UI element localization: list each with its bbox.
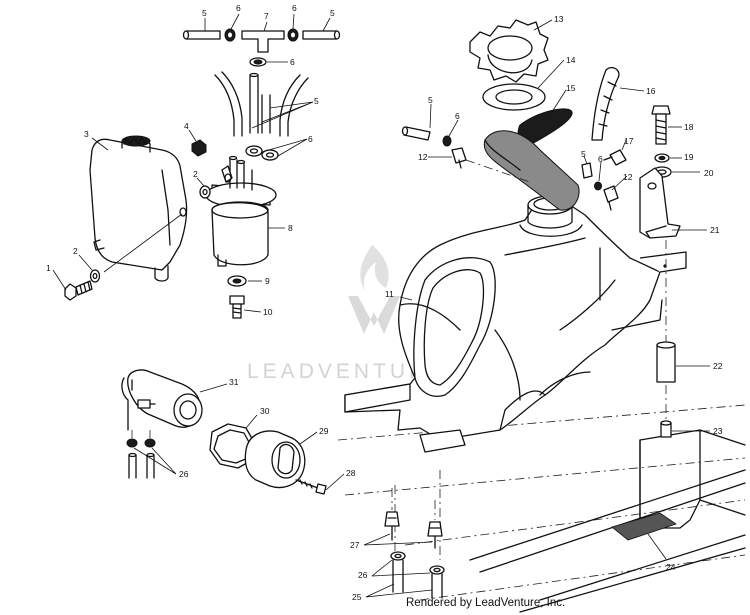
part-7-tee-fitting xyxy=(241,30,285,53)
part-5-hose-top-left xyxy=(182,30,221,40)
part-5-hose-bundle xyxy=(214,71,309,137)
callout-6b: 6 xyxy=(292,3,297,13)
callout-25: 25 xyxy=(352,592,362,602)
callout-5b: 5 xyxy=(330,8,335,18)
part-6-clamp-middle xyxy=(249,57,267,67)
callout-18: 18 xyxy=(684,122,694,132)
part-15-filter-element xyxy=(483,108,580,211)
part-1-banjo-bolt xyxy=(64,280,93,301)
callout-24: 24 xyxy=(666,562,676,572)
watermark-text: LEADVENTURE xyxy=(247,360,446,383)
part-12-fitting-right xyxy=(603,185,619,211)
callout-4: 4 xyxy=(184,121,189,131)
callout-5c: 5 xyxy=(314,96,319,106)
part-26-clamps-middle xyxy=(390,551,445,575)
part-17-fitting xyxy=(603,149,627,166)
callout-26b: 26 xyxy=(358,570,368,580)
callout-23: 23 xyxy=(713,426,723,436)
callout-27: 27 xyxy=(350,540,360,550)
callout-9: 9 xyxy=(265,276,270,286)
callout-19: 19 xyxy=(684,152,694,162)
callout-3: 3 xyxy=(84,129,89,139)
callout-20: 20 xyxy=(704,168,714,178)
callout-2a: 2 xyxy=(193,169,198,179)
part-2-washer-upper xyxy=(199,185,211,199)
part-4-nut xyxy=(191,139,207,157)
chassis-outline xyxy=(337,404,746,613)
callout-11: 11 xyxy=(385,289,394,299)
part-3-oil-reservoir xyxy=(89,135,188,282)
part-6-clamp-left xyxy=(442,135,452,147)
part-29-grommet xyxy=(244,430,306,489)
part-10-bolt xyxy=(229,295,245,319)
part-12-fitting-left xyxy=(451,147,467,169)
callout-17: 17 xyxy=(624,136,634,146)
part-14-cap-gasket xyxy=(482,83,546,111)
leader-lines xyxy=(52,13,710,598)
callout-10: 10 xyxy=(263,307,273,317)
callout-8: 8 xyxy=(288,223,293,233)
callout-6a: 6 xyxy=(236,3,241,13)
part-24-pad xyxy=(611,512,677,541)
part-5-hose-right xyxy=(581,162,593,179)
callout-6e: 6 xyxy=(455,111,460,121)
part-5-hose-left xyxy=(401,126,431,141)
callout-30: 30 xyxy=(260,406,270,416)
part-27-fittings xyxy=(384,488,443,549)
part-5-hose-top-right xyxy=(302,30,341,40)
part-6-clamp-top-right xyxy=(287,28,299,42)
part-2-washer-lower xyxy=(89,269,101,283)
callout-28: 28 xyxy=(346,468,356,478)
part-6-clamp-right xyxy=(594,181,602,191)
part-22-spacer xyxy=(656,240,676,420)
callout-5a: 5 xyxy=(202,8,207,18)
part-18-bolt xyxy=(651,105,671,145)
callout-6d: 6 xyxy=(308,134,313,144)
callout-15: 15 xyxy=(566,83,576,93)
part-19-washer xyxy=(654,153,670,163)
part-28-screw xyxy=(295,479,327,495)
part-11-fuel-tank xyxy=(344,195,687,453)
callout-1: 1 xyxy=(46,263,51,273)
callout-29: 29 xyxy=(319,426,329,436)
callout-5e: 5 xyxy=(581,149,586,159)
callout-21: 21 xyxy=(710,225,720,235)
callout-12a: 12 xyxy=(418,152,428,162)
part-16-vent-hose xyxy=(591,66,620,141)
callout-16: 16 xyxy=(646,86,656,96)
part-21-bracket xyxy=(639,167,681,239)
callout-26a: 26 xyxy=(179,469,189,479)
part-13-fuel-cap xyxy=(469,19,549,83)
callout-6c: 6 xyxy=(290,57,295,67)
callout-6f: 6 xyxy=(598,154,603,164)
callout-22: 22 xyxy=(713,361,723,371)
callout-5d: 5 xyxy=(428,95,433,105)
leadventure-watermark: LEADVENTURE xyxy=(247,245,446,383)
part-8-filter-assembly xyxy=(205,155,277,267)
part-6-clamp-pair xyxy=(245,145,279,161)
part-9-washer xyxy=(227,275,247,287)
callout-numbers: 5 6 7 6 5 6 5 6 3 4 2 8 2 1 9 10 13 14 1… xyxy=(46,3,723,602)
callout-2b: 2 xyxy=(73,246,78,256)
render-credit: Rendered by LeadVenture, Inc. xyxy=(406,597,566,609)
part-6-clamp-top-left xyxy=(224,28,236,42)
callout-12b: 12 xyxy=(623,172,633,182)
callout-31: 31 xyxy=(229,377,239,387)
callout-14: 14 xyxy=(566,55,576,65)
part-23-bushing xyxy=(660,420,672,438)
part-26-clamps-left xyxy=(126,430,156,479)
part-25-hoses xyxy=(392,559,443,599)
callout-7: 7 xyxy=(264,11,269,21)
callout-13: 13 xyxy=(554,14,564,24)
part-31-fuel-pump xyxy=(121,369,203,431)
